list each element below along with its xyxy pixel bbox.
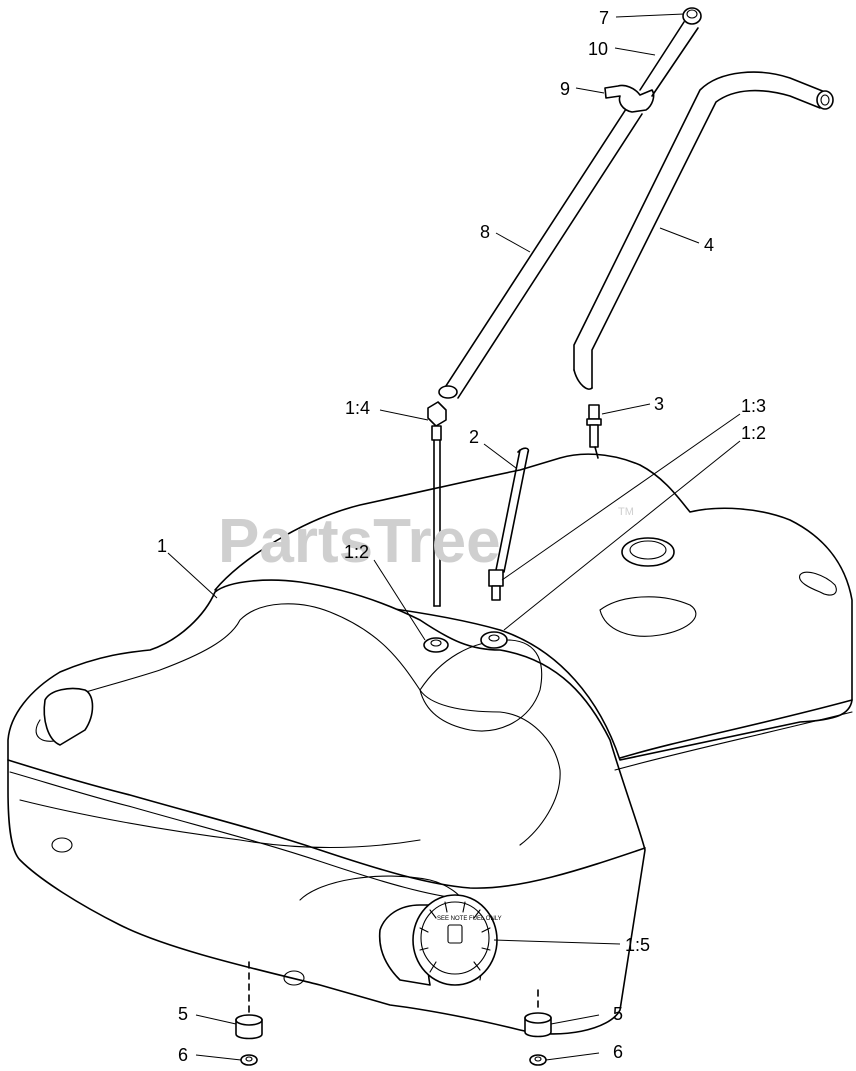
tank-top-port xyxy=(621,537,675,567)
tank-top-port-inner xyxy=(629,540,667,560)
callout-6-right: 6 xyxy=(613,1042,623,1062)
tank-rim-front-inner xyxy=(9,771,473,901)
fuel-cap-text: SEE NOTE FUEL ONLY xyxy=(437,916,502,922)
callout-8: 8 xyxy=(480,222,490,242)
fuel-cap-body xyxy=(412,894,498,986)
fuel-cap: SEE NOTE FUEL ONLY xyxy=(378,894,502,986)
vent-hose-end xyxy=(816,90,834,110)
watermark-trademark: TM xyxy=(618,506,634,518)
callout-5-left: 5 xyxy=(178,1004,188,1024)
callout-6-left: 6 xyxy=(178,1045,188,1065)
tank-right-recess xyxy=(599,596,697,637)
tank-hole-center xyxy=(283,970,305,986)
hose-clamp-lower xyxy=(438,385,458,399)
tank-top-contour xyxy=(59,603,561,846)
elbow-pickup xyxy=(427,401,447,607)
vent-fitting-body xyxy=(588,404,600,420)
callout-4: 4 xyxy=(704,235,714,255)
tank-rim-rear-inner xyxy=(614,711,853,771)
fuel-hose-8 xyxy=(438,105,643,399)
tank-hole-left xyxy=(51,837,73,853)
tank-handle-slot xyxy=(799,571,837,596)
isolator-right xyxy=(524,989,552,1066)
tank-neck-recess xyxy=(419,639,543,732)
pickup-tube xyxy=(433,439,441,607)
callout-1-5: 1:5 xyxy=(625,935,650,955)
vent-hose-outline xyxy=(573,71,826,371)
tank-front-boss xyxy=(43,687,94,746)
tank-saddle-line xyxy=(19,799,421,849)
leader-lines xyxy=(167,13,741,1061)
tank-rear-section xyxy=(214,453,853,761)
callout-1-2-left: 1:2 xyxy=(344,542,369,562)
isolator-left xyxy=(235,961,263,1066)
callout-2: 2 xyxy=(469,427,479,447)
callout-1-3: 1:3 xyxy=(741,396,766,416)
callout-9: 9 xyxy=(560,79,570,99)
watermark-text: PartsTree xyxy=(218,507,501,576)
clamp-9 xyxy=(604,84,655,113)
fuel-filter-assembly xyxy=(604,7,702,113)
callout-1: 1 xyxy=(157,536,167,556)
callout-labels: 7 10 9 8 4 3 1:4 1:3 1:2 2 1 1:2 1:5 5 5… xyxy=(157,8,766,1065)
hose-10 xyxy=(639,21,699,97)
tank-rim-rear xyxy=(619,699,853,759)
callout-3: 3 xyxy=(654,394,664,414)
callout-1-2-top: 1:2 xyxy=(741,423,766,443)
callout-1-4: 1:4 xyxy=(345,398,370,418)
grommet-left xyxy=(423,637,449,653)
tank-rim-front xyxy=(7,759,646,889)
fuel-cap-pump-icon xyxy=(447,924,463,944)
grommets xyxy=(423,631,508,653)
part-2-tube xyxy=(488,447,530,601)
fuel-hose-8-outline xyxy=(441,105,643,399)
elbow-1-4 xyxy=(427,401,447,427)
callout-5-right: 5 xyxy=(613,1004,623,1024)
callout-10: 10 xyxy=(588,39,608,59)
grommet-right xyxy=(480,631,508,649)
callout-7: 7 xyxy=(599,8,609,28)
vent-hose xyxy=(573,71,834,390)
vent-fitting xyxy=(586,404,602,459)
